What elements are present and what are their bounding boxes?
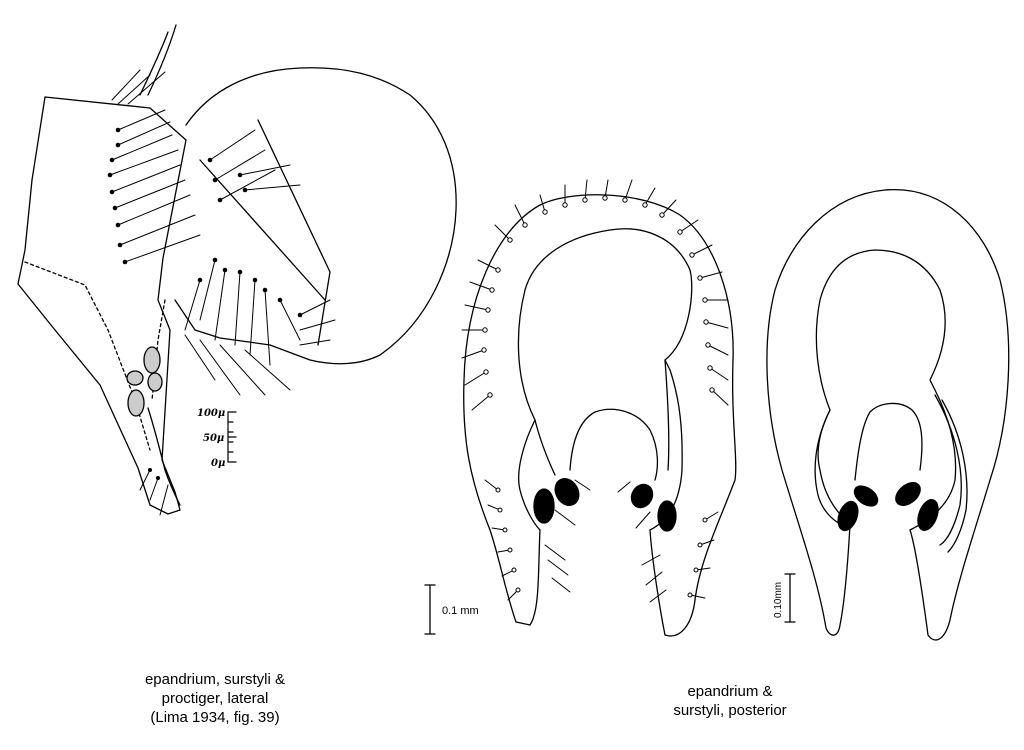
posterior-setose-drawing [424, 179, 737, 637]
surstylus-lateral [147, 407, 181, 506]
caption-lateral-line-3: (Lima 1934, fig. 39) [150, 709, 280, 726]
outline-tooth-1 [853, 485, 879, 507]
proctiger-lobe-outline [174, 67, 457, 365]
surstylus-tooth-2 [554, 478, 580, 506]
sensory-patch-1 [143, 346, 161, 374]
setae-posterior [461, 179, 729, 603]
epandrium-lateral-outline [17, 96, 187, 515]
caption-posterior-line-2: surstyli, posterior [673, 702, 787, 719]
caption-lateral-line-1: epandrium, surstyli & [144, 671, 286, 688]
lateral-scale-bar [227, 411, 237, 463]
lateral-view-drawing [17, 24, 457, 516]
caption-lateral: epandrium, surstyli & proctiger, lateral… [90, 670, 340, 727]
posterior-outline-scale-bar [784, 573, 796, 623]
epandrium-dashed-line [24, 261, 151, 451]
lateral-scale-label-50: 50μ [203, 433, 224, 444]
surstylus-tooth-4 [657, 500, 677, 532]
stalk-line [147, 24, 177, 96]
inner-notch-outline [569, 408, 659, 481]
proctiger-inner-line-2 [199, 159, 326, 301]
inner-notch-outline-right [854, 402, 923, 481]
posterior-outline-scale-label: 0.10mm [773, 582, 784, 618]
stalk-line-2 [139, 31, 169, 96]
caption-posterior-line-1: epandrium & [687, 683, 773, 700]
caption-posterior: epandrium & surstyli, posterior [630, 682, 830, 720]
caption-lateral-line-2: proctiger, lateral [161, 690, 269, 707]
epandrium-outline-outer [766, 189, 1010, 641]
sensory-patch-3 [147, 372, 163, 392]
sensory-patch-4 [127, 389, 145, 417]
proctiger-inner-line [257, 119, 331, 346]
setae-sockets-posterior [481, 195, 715, 598]
inner-rim-right-2 [941, 399, 968, 553]
posterior-outline-drawing [766, 189, 1010, 641]
surstylus-tooth-3 [630, 483, 654, 509]
setae-lateral [109, 69, 336, 516]
sensory-patch-2 [126, 370, 144, 386]
surstylus-right-inner [664, 359, 670, 471]
epandrium-posterior-outline [463, 194, 737, 637]
posterior-setose-scale-bar [424, 584, 436, 635]
setae-sockets-lateral [107, 127, 303, 480]
lateral-scale-label-0: 0μ [211, 458, 225, 469]
surstylus-left-inner [534, 419, 556, 476]
surstylus-tooth-1 [533, 488, 555, 524]
posterior-setose-scale-label: 0.1 mm [442, 605, 479, 617]
lateral-scale-label-100: 100μ [197, 408, 225, 419]
outline-tooth-2 [837, 500, 859, 532]
inner-rim-left [814, 409, 843, 526]
outline-tooth-4 [917, 499, 939, 531]
outline-tooth-3 [895, 482, 921, 506]
inner-rim-right [934, 394, 962, 546]
